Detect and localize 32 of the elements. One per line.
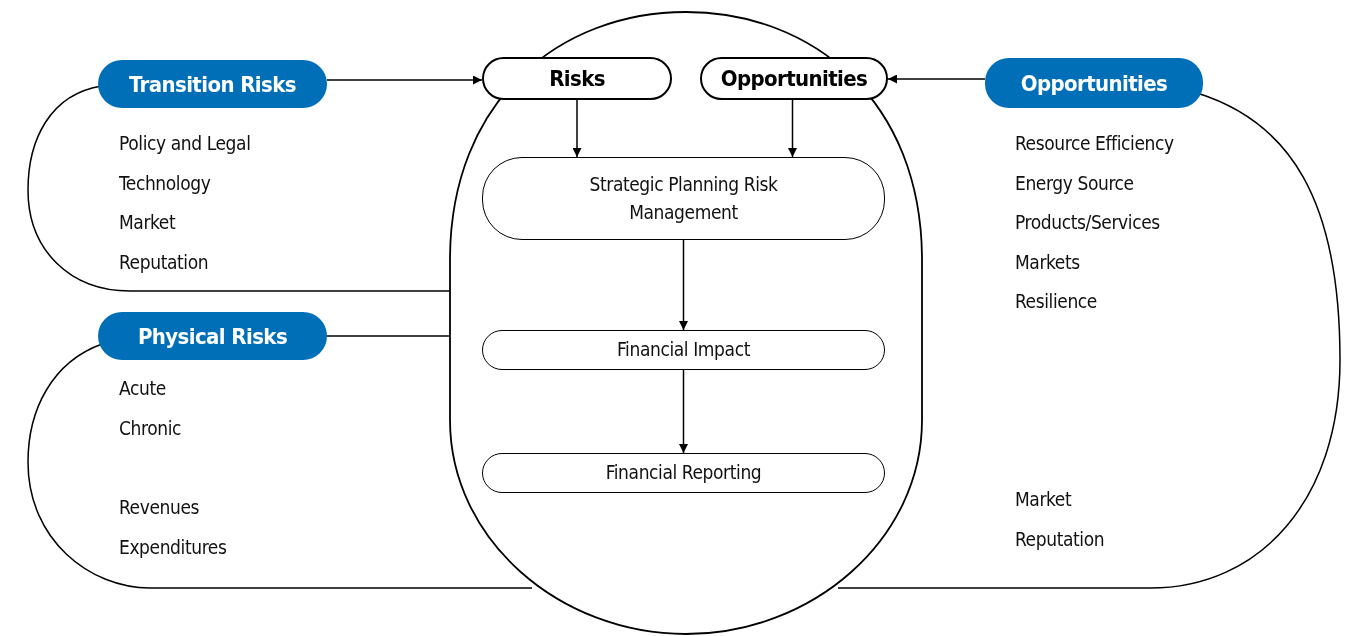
list-item: Market	[119, 211, 176, 233]
list-item: Expenditures	[119, 536, 227, 558]
connector-line	[27, 343, 533, 589]
list-item: Reputation	[119, 251, 209, 273]
process-box: Strategic Planning Risk Management	[482, 157, 885, 240]
list-item: Markets	[1015, 251, 1080, 273]
arrow	[887, 74, 986, 84]
process-box: Financial Impact	[482, 330, 885, 370]
process-box: Financial Reporting	[482, 453, 885, 493]
category-pill: Physical Risks	[98, 312, 327, 360]
arrow	[679, 369, 688, 454]
category-pill: Opportunities	[985, 58, 1203, 108]
list-item: Revenues	[119, 496, 200, 518]
list-item: Technology	[119, 172, 211, 194]
list-item: Energy Source	[1015, 172, 1134, 194]
list-item: Resource Efficiency	[1015, 132, 1174, 154]
list-item: Policy and Legal	[119, 132, 251, 154]
list-item: Resilience	[1015, 290, 1097, 312]
list-item: Acute	[119, 377, 166, 399]
arrow	[326, 75, 483, 85]
list-item: Market	[1015, 488, 1072, 510]
arrow	[679, 239, 688, 331]
arrow	[788, 99, 797, 158]
arrow	[572, 99, 582, 158]
category-pill: Transition Risks	[98, 60, 327, 108]
list-item: Reputation	[1015, 528, 1105, 550]
connector-line	[837, 92, 1341, 589]
connector-line	[27, 85, 451, 292]
list-item: Products/Services	[1015, 211, 1160, 233]
connector-line	[326, 335, 451, 337]
oval-container	[450, 12, 922, 634]
list-item: Chronic	[119, 417, 182, 439]
